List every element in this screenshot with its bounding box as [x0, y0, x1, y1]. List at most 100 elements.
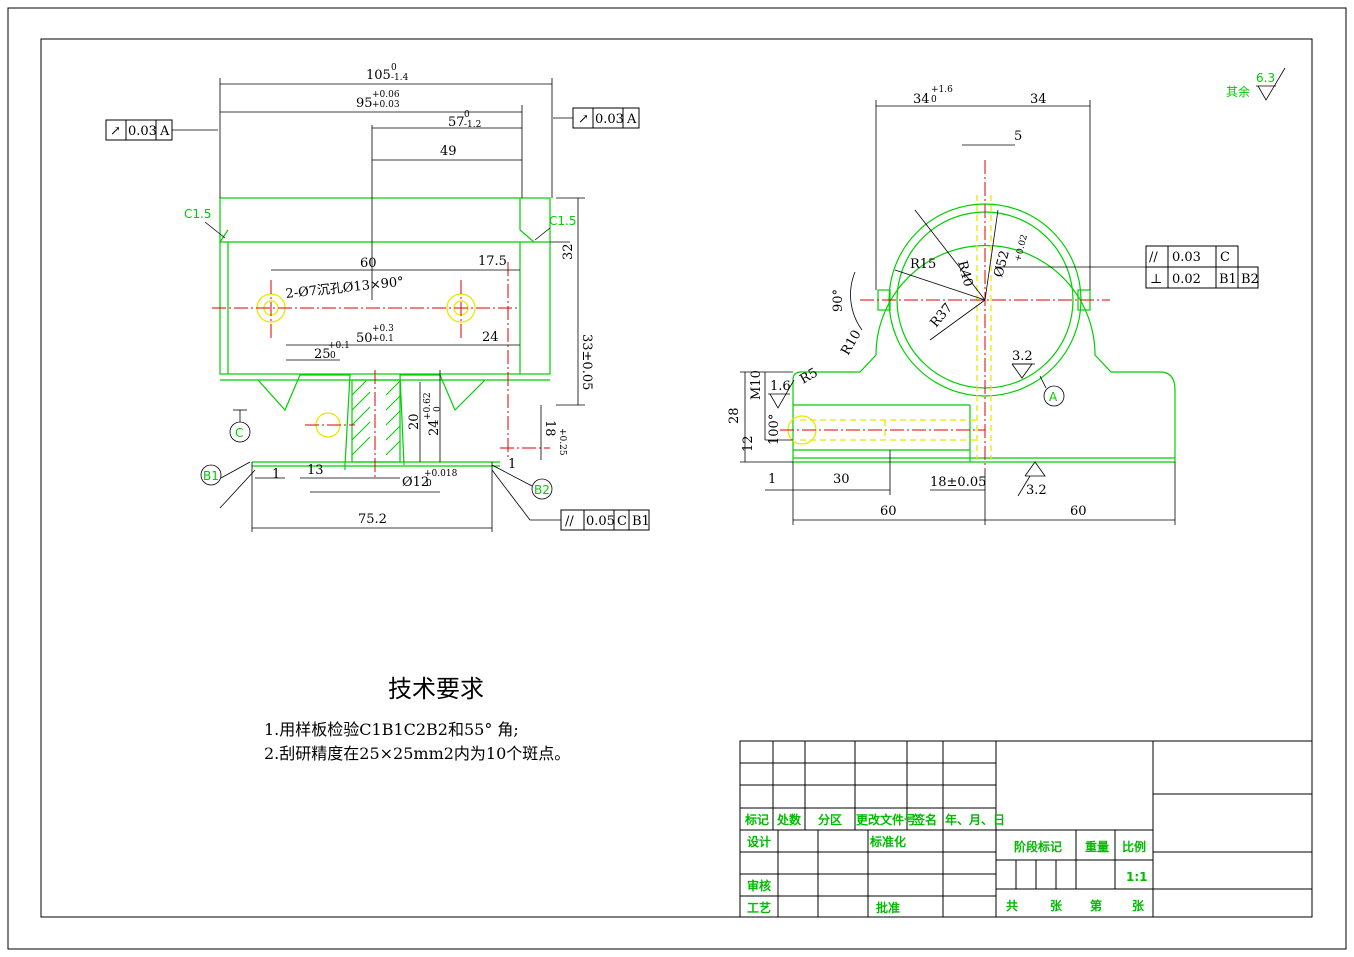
chamfer-left: C1.5: [184, 207, 211, 221]
dim-18: 18: [542, 420, 557, 437]
dim-50: 50: [356, 331, 373, 346]
svg-text:分区: 分区: [818, 812, 842, 827]
dim-20: 20: [407, 413, 422, 430]
roughness-3-2-bottom: 3.2: [1017, 461, 1047, 498]
left-body-outline: [219, 197, 551, 375]
dim-5: 5: [1014, 129, 1022, 144]
svg-text:+0.06: +0.06: [372, 90, 400, 100]
svg-text:A: A: [159, 124, 170, 139]
gtol-parallel-c: // 0.03 C: [1145, 245, 1239, 268]
tech-requirements: 技术要求 1.用样板检验C1B1C2B2和55° 角; 2.刮研精度在25×25…: [264, 675, 570, 763]
dim-r37: R37: [928, 301, 956, 331]
dim-r5: R5: [798, 365, 821, 387]
svg-text:+0.02: +0.02: [1013, 234, 1030, 263]
roughness-rest: 其余 6.3: [1226, 67, 1286, 101]
dim-60-left: 60: [880, 504, 897, 519]
svg-text:共: 共: [1006, 898, 1018, 913]
svg-text:-1.2: -1.2: [464, 120, 481, 130]
svg-text:B1: B1: [632, 514, 650, 529]
svg-text:+0.03: +0.03: [372, 100, 400, 110]
dim-r40: R40: [954, 259, 975, 288]
dim-30: 30: [833, 472, 850, 487]
svg-text:B2: B2: [1241, 272, 1259, 287]
svg-text:比例: 比例: [1122, 839, 1146, 854]
svg-text:处数: 处数: [776, 812, 802, 827]
svg-text:-1.4: -1.4: [391, 73, 409, 83]
svg-text:工艺: 工艺: [747, 900, 771, 915]
chamfer-right: C1.5: [549, 214, 576, 228]
svg-text:+0.3: +0.3: [372, 324, 394, 334]
dim-60: 60: [360, 256, 377, 271]
svg-text:+0.018: +0.018: [424, 469, 458, 479]
left-view: 105 0 -1.4 95 +0.06 +0.03 57 0 -1.2 49 6…: [105, 63, 650, 532]
datum-c: C: [229, 409, 251, 443]
svg-text:张: 张: [1050, 898, 1063, 913]
outer-border: [7, 7, 1347, 950]
right-body-outline: [792, 244, 1176, 463]
svg-text:B1: B1: [1219, 272, 1237, 287]
svg-text:0: 0: [426, 479, 432, 489]
svg-text:↗: ↗: [578, 112, 589, 127]
svg-text:更改文件号: 更改文件号: [856, 812, 916, 827]
title-block: 标记 处数 分区 更改文件号 签名 年、月、日 设计 标准化 阶段标记 重量 比…: [739, 740, 1313, 918]
dim-90deg: 90°: [831, 289, 846, 312]
gtol-left-frame: ↗ 0.03 A: [105, 119, 218, 141]
svg-text:A: A: [1049, 390, 1058, 404]
svg-text:设计: 设计: [747, 834, 771, 849]
roughness-1-6: 1.6: [768, 379, 795, 409]
dim-34-right: 34: [1030, 92, 1047, 107]
dim-33: 33±0.05: [579, 334, 594, 390]
svg-text:+0.1: +0.1: [372, 334, 394, 344]
dim-100deg: 100°: [767, 414, 782, 445]
svg-text:0.05: 0.05: [586, 514, 615, 529]
svg-text:1:1: 1:1: [1126, 870, 1148, 884]
svg-text:其余: 其余: [1226, 84, 1250, 99]
svg-text:0: 0: [391, 63, 397, 73]
dim-49: 49: [440, 144, 457, 159]
svg-text:+0.1: +0.1: [328, 341, 350, 351]
svg-text:6.3: 6.3: [1256, 71, 1275, 85]
dim-60-right: 60: [1070, 504, 1087, 519]
svg-text:0.02: 0.02: [1172, 272, 1201, 287]
svg-text:0: 0: [330, 351, 336, 361]
dim-r15: R15: [910, 257, 936, 272]
datum-b1: B1: [200, 461, 256, 509]
svg-text:C: C: [617, 514, 627, 529]
dim-d12: Ø12: [402, 475, 429, 490]
svg-text:阶段标记: 阶段标记: [1014, 839, 1062, 854]
svg-text:批准: 批准: [876, 900, 900, 915]
dim-75-2: 75.2: [358, 512, 387, 527]
dim-25: 25: [314, 347, 331, 362]
svg-text:B1: B1: [203, 469, 219, 483]
svg-text:0.03: 0.03: [128, 124, 157, 139]
svg-text:张: 张: [1132, 898, 1145, 913]
svg-text://: //: [565, 514, 574, 529]
svg-text:0: 0: [931, 95, 937, 105]
dim-18-tol: 18±0.05: [930, 475, 986, 490]
dim-32: 32: [561, 243, 576, 260]
svg-text:0.03: 0.03: [595, 112, 624, 127]
svg-text:0.03: 0.03: [1172, 250, 1201, 265]
svg-text:+0.62: +0.62: [423, 392, 433, 420]
svg-text:C: C: [1220, 250, 1230, 265]
tech-title: 技术要求: [388, 675, 484, 703]
dim-d52: Ø52: [991, 249, 1013, 279]
svg-text:⊥: ⊥: [1150, 272, 1162, 287]
svg-text:重量: 重量: [1085, 839, 1109, 854]
dim-m10: M10: [749, 370, 764, 400]
dim-13: 13: [307, 463, 324, 478]
hatched-bore: [351, 379, 401, 463]
dim-105: 105: [366, 68, 391, 83]
dim-r10: R10: [838, 328, 864, 358]
svg-text:签名: 签名: [912, 812, 937, 827]
gtol-bottom-frame: // 0.05 C B1: [491, 469, 650, 531]
svg-text://: //: [1149, 250, 1158, 265]
dim-24: 24: [482, 330, 499, 345]
dim-12: 12: [741, 435, 756, 452]
svg-text:第: 第: [1090, 898, 1102, 913]
dim-17-5: 17.5: [478, 254, 507, 269]
dim-28: 28: [727, 407, 742, 424]
svg-text:C: C: [235, 426, 243, 440]
gtol-perp-b1b2: ⊥ 0.02 B1 B2: [995, 266, 1259, 289]
